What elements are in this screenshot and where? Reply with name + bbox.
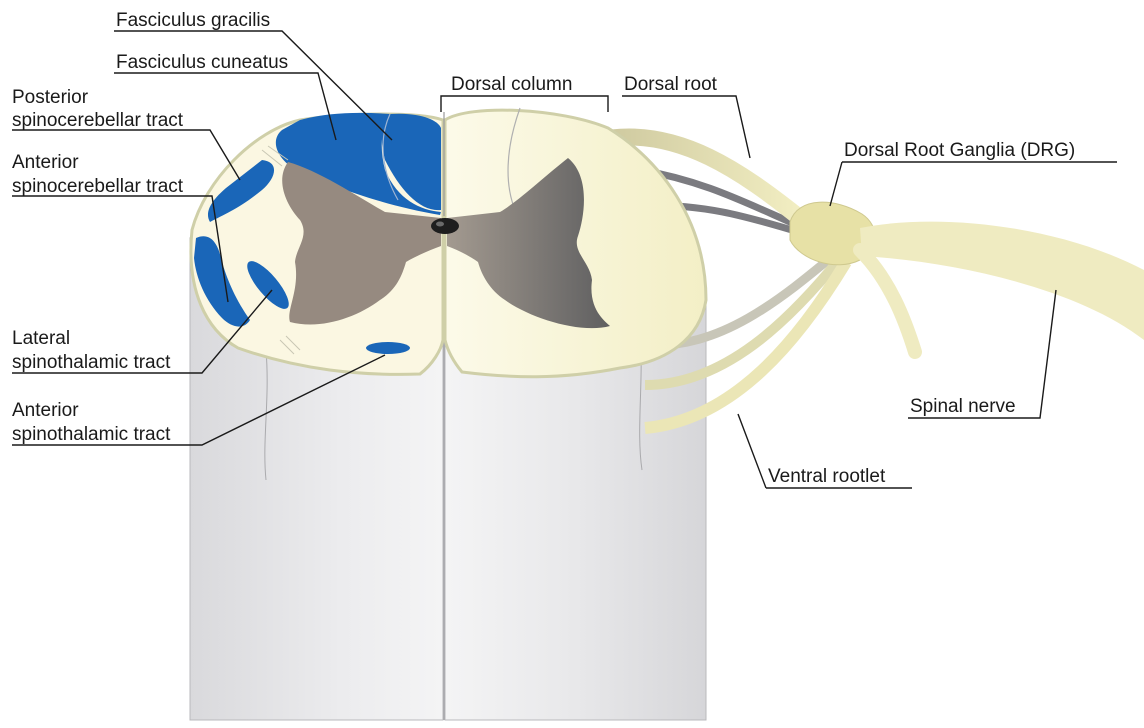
label-lateral-spinothalamic-line2: spinothalamic tract <box>12 352 171 373</box>
leader-drg <box>830 162 1117 206</box>
label-anterior-spinocerebellar-line2: spinocerebellar tract <box>12 176 184 197</box>
label-anterior-spinocerebellar-line1: Anterior <box>12 152 79 173</box>
central-canal-highlight <box>436 222 444 227</box>
central-canal <box>431 218 459 234</box>
label-fasciculus-gracilis: Fasciculus gracilis <box>116 10 270 31</box>
label-spinal-nerve: Spinal nerve <box>910 396 1016 417</box>
cross-section-left <box>191 113 443 374</box>
label-lateral-spinothalamic-line1: Lateral <box>12 328 70 349</box>
label-dorsal-root: Dorsal root <box>624 74 718 95</box>
label-ventral-rootlet: Ventral rootlet <box>768 466 886 487</box>
label-drg: Dorsal Root Ganglia (DRG) <box>844 140 1075 161</box>
label-posterior-spinocerebellar-line2: spinocerebellar tract <box>12 110 184 131</box>
label-posterior-spinocerebellar-line1: Posterior <box>12 87 89 108</box>
label-dorsal-column: Dorsal column <box>451 74 572 95</box>
label-anterior-spinothalamic-line2: spinothalamic tract <box>12 424 171 445</box>
label-fasciculus-cuneatus: Fasciculus cuneatus <box>116 52 288 73</box>
anterior-spinothalamic-region <box>366 342 410 354</box>
label-anterior-spinothalamic-line1: Anterior <box>12 400 79 421</box>
spinal-nerve-branch <box>860 250 915 352</box>
